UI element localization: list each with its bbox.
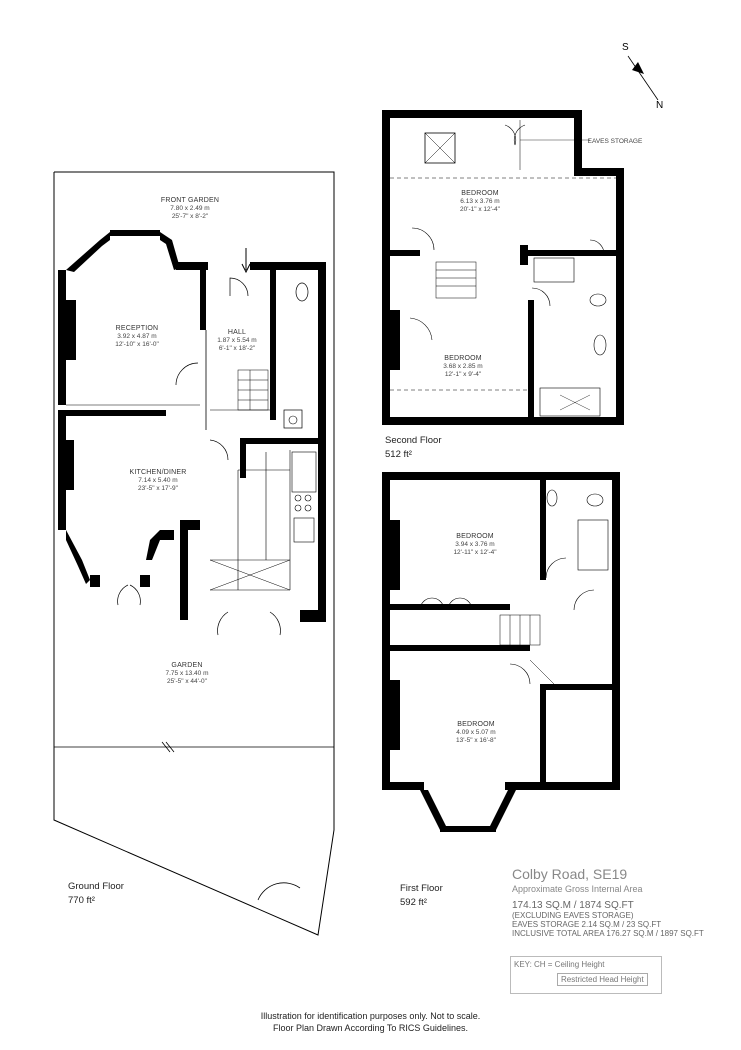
second-floor-label: Second Floor 512 ft² bbox=[385, 434, 442, 462]
reception-name: RECEPTION bbox=[116, 325, 159, 332]
first-floor-area: 592 ft² bbox=[400, 897, 427, 908]
sf-bedroom-1-name: BEDROOM bbox=[461, 190, 499, 197]
second-floor-area: 512 ft² bbox=[385, 449, 412, 460]
inclusive-area: INCLUSIVE TOTAL AREA 176.27 SQ.M / 1897 … bbox=[512, 929, 704, 938]
entrance-arrow bbox=[241, 248, 251, 274]
hall-imperial: 6'-1" x 18'-2" bbox=[219, 345, 256, 352]
garden-imperial: 25'-5" x 44'-0" bbox=[167, 678, 208, 685]
hall-name: HALL bbox=[228, 329, 246, 336]
first-floor-name: First Floor bbox=[400, 883, 443, 894]
kitchen-name: KITCHEN/DINER bbox=[129, 469, 186, 476]
sf-bedroom-1-imperial: 20'-1" x 12'-4" bbox=[460, 206, 501, 213]
skylight bbox=[424, 132, 456, 164]
garden-fence-break bbox=[161, 741, 175, 753]
kitchen-imperial: 23'-5" x 17'-9" bbox=[138, 485, 179, 492]
compass-south: S bbox=[622, 42, 629, 53]
second-floor-plan bbox=[382, 110, 624, 425]
sf-bedroom-1-metric: 6.13 x 3.76 m bbox=[460, 198, 499, 205]
eaves-storage-label: EAVES STORAGE bbox=[588, 138, 643, 145]
hall-metric: 1.87 x 5.54 m bbox=[217, 337, 256, 344]
front-garden-name: FRONT GARDEN bbox=[161, 197, 219, 204]
ff-bedroom-1-imperial: 12'-11" x 12'-4" bbox=[453, 549, 497, 556]
garden-gate bbox=[257, 882, 301, 901]
key-ceiling-height: KEY: CH = Ceiling Height bbox=[514, 960, 605, 969]
sf-bedroom-2-name: BEDROOM bbox=[444, 355, 482, 362]
disclaimer-line-1: Illustration for identification purposes… bbox=[260, 1011, 481, 1021]
second-floor-walls bbox=[382, 110, 624, 425]
ff-bedroom-2-metric: 4.09 x 5.07 m bbox=[456, 729, 495, 736]
reception-imperial: 12'-10" x 16'-0" bbox=[115, 341, 159, 348]
ground-floor-label: Ground Floor 770 ft² bbox=[68, 880, 124, 908]
sf-bedroom-2-imperial: 12'-1" x 9'-4" bbox=[445, 371, 482, 378]
ff-bedroom-2-name: BEDROOM bbox=[457, 721, 495, 728]
site-boundary bbox=[53, 171, 335, 936]
first-floor-walls bbox=[382, 472, 620, 832]
front-garden-imperial: 25'-7" x 8'-2" bbox=[172, 213, 209, 220]
ground-floor-walls bbox=[58, 230, 326, 622]
compass-north: N bbox=[656, 100, 663, 111]
compass: S N bbox=[622, 42, 663, 111]
ground-floor-plan bbox=[53, 171, 335, 936]
eaves-area: EAVES STORAGE 2.14 SQ.M / 23 SQ.FT bbox=[512, 920, 662, 929]
ff-bedroom-2-imperial: 13'-5" x 16'-8" bbox=[456, 737, 497, 744]
key-box: KEY: CH = Ceiling Height Restricted Head… bbox=[510, 956, 662, 994]
disclaimer: Illustration for identification purposes… bbox=[0, 1010, 741, 1034]
second-floor-name: Second Floor bbox=[385, 435, 442, 446]
ff-bedroom-1-metric: 3.94 x 3.76 m bbox=[455, 541, 494, 548]
first-floor-label: First Floor 592 ft² bbox=[400, 882, 443, 910]
first-floor-plan bbox=[382, 472, 620, 832]
garden-metric: 7.75 x 13.40 m bbox=[166, 670, 209, 677]
property-title: Colby Road, SE19 bbox=[512, 866, 628, 882]
ff-bedroom-1-name: BEDROOM bbox=[456, 533, 494, 540]
reception-metric: 3.92 x 4.87 m bbox=[117, 333, 156, 340]
kitchen-metric: 7.14 x 5.40 m bbox=[138, 477, 177, 484]
ground-floor-area: 770 ft² bbox=[68, 895, 95, 906]
disclaimer-line-2: Floor Plan Drawn According To RICS Guide… bbox=[273, 1023, 468, 1033]
garden-name: GARDEN bbox=[171, 662, 202, 669]
room-labels: FRONT GARDEN 7.80 x 2.49 m 25'-7" x 8'-2… bbox=[115, 138, 643, 744]
compass-arrow-icon bbox=[632, 62, 644, 74]
total-area: 174.13 SQ.M / 1874 SQ.FT bbox=[512, 900, 634, 911]
property-info: Colby Road, SE19 Approximate Gross Inter… bbox=[512, 866, 737, 938]
ground-floor-name: Ground Floor bbox=[68, 881, 124, 892]
sf-bedroom-2-metric: 3.68 x 2.85 m bbox=[443, 363, 482, 370]
front-garden-metric: 7.80 x 2.49 m bbox=[170, 205, 209, 212]
area-subtitle: Approximate Gross Internal Area bbox=[512, 884, 643, 894]
excluding-note: (EXCLUDING EAVES STORAGE) bbox=[512, 911, 634, 920]
key-restricted-height: Restricted Head Height bbox=[557, 973, 648, 986]
